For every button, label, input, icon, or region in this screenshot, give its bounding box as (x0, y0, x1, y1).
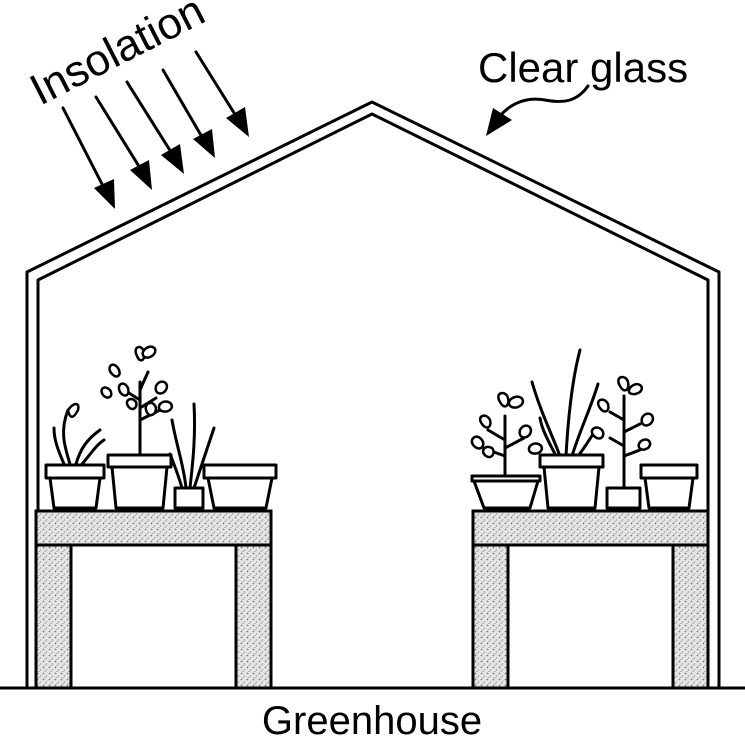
insolation-arrows (61, 50, 249, 209)
pot-left-empty (202, 463, 278, 510)
plant-pot-left-3 (168, 402, 216, 510)
plant-pot-left-1 (44, 402, 106, 510)
clear-glass-pointer (498, 84, 590, 118)
insolation-group: Insolation (22, 0, 249, 209)
diagram-caption: Greenhouse (262, 699, 482, 741)
insolation-arrow (161, 68, 215, 158)
clear-glass-group: Clear glass (478, 44, 688, 136)
plant-pot-left-2 (100, 345, 174, 510)
plant-pot-right-2 (530, 348, 605, 510)
greenhouse-frame (25, 100, 721, 690)
insolation-arrow (125, 80, 184, 174)
plant-pot-right-1 (470, 391, 544, 510)
plant-pot-right-3 (590, 375, 655, 510)
bench-right (471, 509, 710, 690)
insolation-label: Insolation (22, 0, 212, 115)
clear-glass-arrowhead (486, 108, 512, 136)
insolation-arrow (61, 106, 115, 209)
clear-glass-label: Clear glass (478, 44, 688, 91)
pot-right-empty (639, 463, 699, 510)
insolation-arrow (194, 50, 249, 137)
bench-left (34, 509, 273, 690)
insolation-arrow (94, 95, 152, 190)
